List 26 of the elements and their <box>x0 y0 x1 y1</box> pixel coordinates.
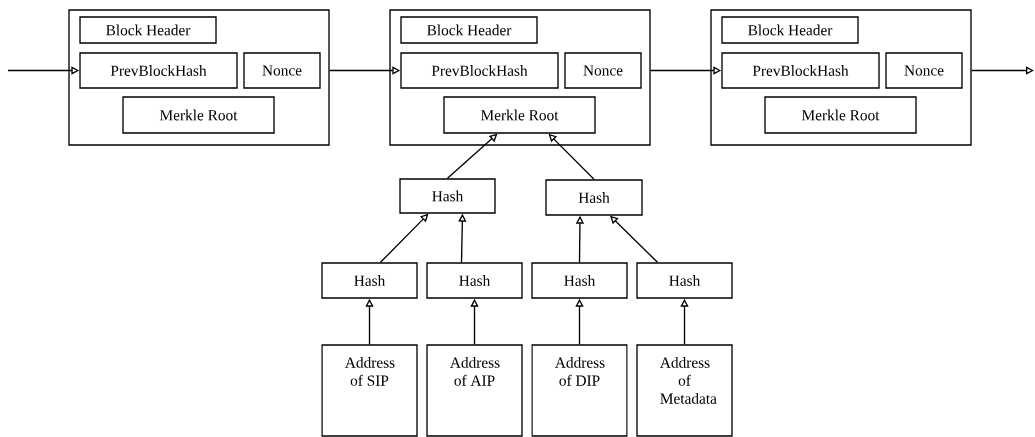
field-box: PrevBlockHash <box>79 52 238 89</box>
field-box: Hash <box>399 178 496 214</box>
field-box: Block Header <box>400 16 538 44</box>
block-container <box>68 9 330 146</box>
field-box: Merkle Root <box>443 96 596 134</box>
field-box: Hash <box>545 179 643 216</box>
address-box: Address of AIP <box>426 344 523 437</box>
field-box: Hash <box>426 262 523 299</box>
field-box: Hash <box>636 262 733 299</box>
field-box: Nonce <box>564 52 642 89</box>
field-box: Merkle Root <box>122 96 275 134</box>
field-box: Hash <box>321 262 418 299</box>
address-box: Address of DIP <box>531 344 628 437</box>
address-box: Address of SIP <box>321 344 418 437</box>
arrow <box>971 66 1034 75</box>
field-box: Merkle Root <box>764 96 917 134</box>
field-box: PrevBlockHash <box>721 52 880 89</box>
block-container <box>389 9 651 146</box>
field-box: Block Header <box>721 16 859 44</box>
field-box: Block Header <box>79 16 217 44</box>
field-box: Nonce <box>243 52 321 89</box>
field-box: Nonce <box>885 52 963 89</box>
field-box: PrevBlockHash <box>400 52 559 89</box>
block-container <box>710 9 972 146</box>
address-box: Address of Metadata <box>636 344 733 437</box>
field-box: Hash <box>531 262 628 299</box>
